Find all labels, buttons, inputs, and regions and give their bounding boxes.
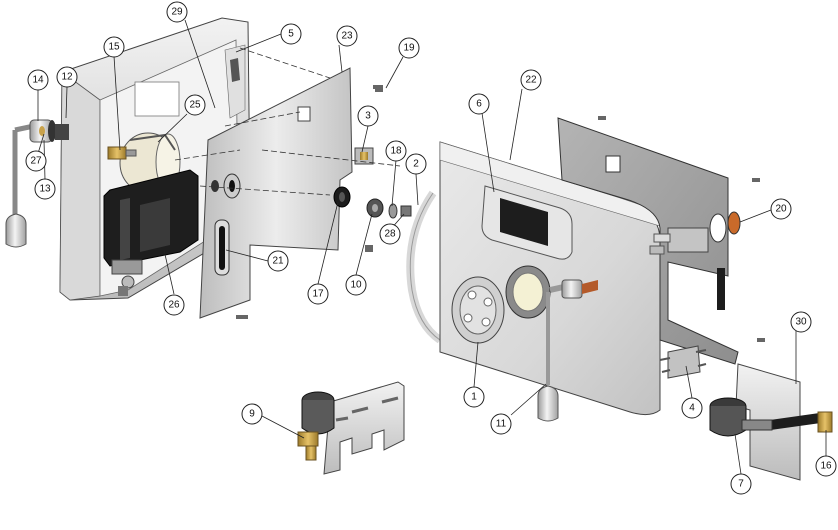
- callout-label: 10: [350, 280, 362, 291]
- callout-label: 4: [689, 403, 695, 414]
- callout-20: 20: [770, 198, 792, 220]
- callout-label: 2: [413, 159, 419, 170]
- callout-27: 27: [25, 150, 47, 172]
- callout-label: 13: [39, 184, 51, 195]
- callout-25: 25: [184, 94, 206, 116]
- callout-label: 5: [288, 29, 294, 40]
- callout-26: 26: [163, 294, 185, 316]
- bracket-30: [709, 363, 833, 481]
- callout-label: 20: [775, 204, 787, 215]
- small-parts-plate-23: [236, 85, 412, 319]
- callout-label: 11: [496, 419, 507, 430]
- callout-label: 30: [795, 317, 807, 328]
- callout-label: 28: [384, 229, 396, 240]
- callout-15: 15: [103, 36, 125, 58]
- callout-14: 14: [27, 69, 49, 91]
- tube-2: [406, 190, 443, 344]
- callout-29: 29: [166, 1, 188, 23]
- callout-label: 1: [471, 392, 477, 403]
- brass-valve-15: [107, 146, 137, 160]
- bracket-4: [659, 345, 707, 379]
- transformer-26: [103, 169, 199, 267]
- callout-label: 7: [738, 479, 744, 490]
- callout-4: 4: [681, 397, 703, 419]
- assembly-lines: [174, 47, 401, 196]
- steam-knob-assembly: [5, 119, 69, 248]
- callout-label: 16: [820, 461, 832, 472]
- callout-1: 1: [463, 386, 485, 408]
- callout-22: 22: [520, 69, 542, 91]
- callout-label: 26: [168, 300, 180, 311]
- callout-label: 12: [61, 72, 73, 83]
- callout-label: 27: [30, 156, 42, 167]
- callout-5: 5: [280, 23, 302, 45]
- callout-label: 21: [272, 256, 284, 267]
- back-plate: [557, 117, 739, 365]
- screws: [365, 88, 765, 342]
- callout-label: 23: [341, 31, 353, 42]
- steam-wand-11: [537, 279, 598, 422]
- callout-label: 14: [32, 75, 44, 86]
- callout-18: 18: [385, 140, 407, 162]
- callout-16: 16: [815, 455, 837, 477]
- callout-6: 6: [468, 93, 490, 115]
- valve-bottom-left: [111, 259, 143, 296]
- callout-label: 17: [312, 289, 324, 300]
- callout-label: 6: [476, 99, 482, 110]
- callout-19: 19: [398, 37, 420, 59]
- callout-label: 18: [390, 146, 402, 157]
- callout-label: 22: [525, 75, 537, 86]
- bracket-9: [297, 381, 405, 475]
- callout-10: 10: [345, 274, 367, 296]
- callout-21: 21: [267, 250, 289, 272]
- callout-13: 13: [34, 178, 56, 200]
- callout-label: 3: [365, 111, 371, 122]
- callout-11: 11: [490, 413, 512, 435]
- callout-label: 15: [108, 42, 120, 53]
- callout-30: 30: [790, 311, 812, 333]
- callout-28: 28: [379, 223, 401, 245]
- callout-label: 19: [403, 43, 415, 54]
- callout-23: 23: [336, 25, 358, 47]
- callout-label: 9: [249, 409, 255, 420]
- callout-label: 29: [171, 7, 183, 18]
- callout-label: 25: [189, 100, 201, 111]
- callout-9: 9: [241, 403, 263, 425]
- valve-group-back-plate: [649, 211, 741, 255]
- leader-lines: [35, 19, 827, 475]
- callout-17: 17: [307, 283, 329, 305]
- callout-7: 7: [730, 473, 752, 495]
- callout-2: 2: [405, 153, 427, 175]
- callout-12: 12: [56, 66, 78, 88]
- front-panel-22: [439, 141, 663, 416]
- plate-23: [199, 67, 353, 319]
- callout-3: 3: [357, 105, 379, 127]
